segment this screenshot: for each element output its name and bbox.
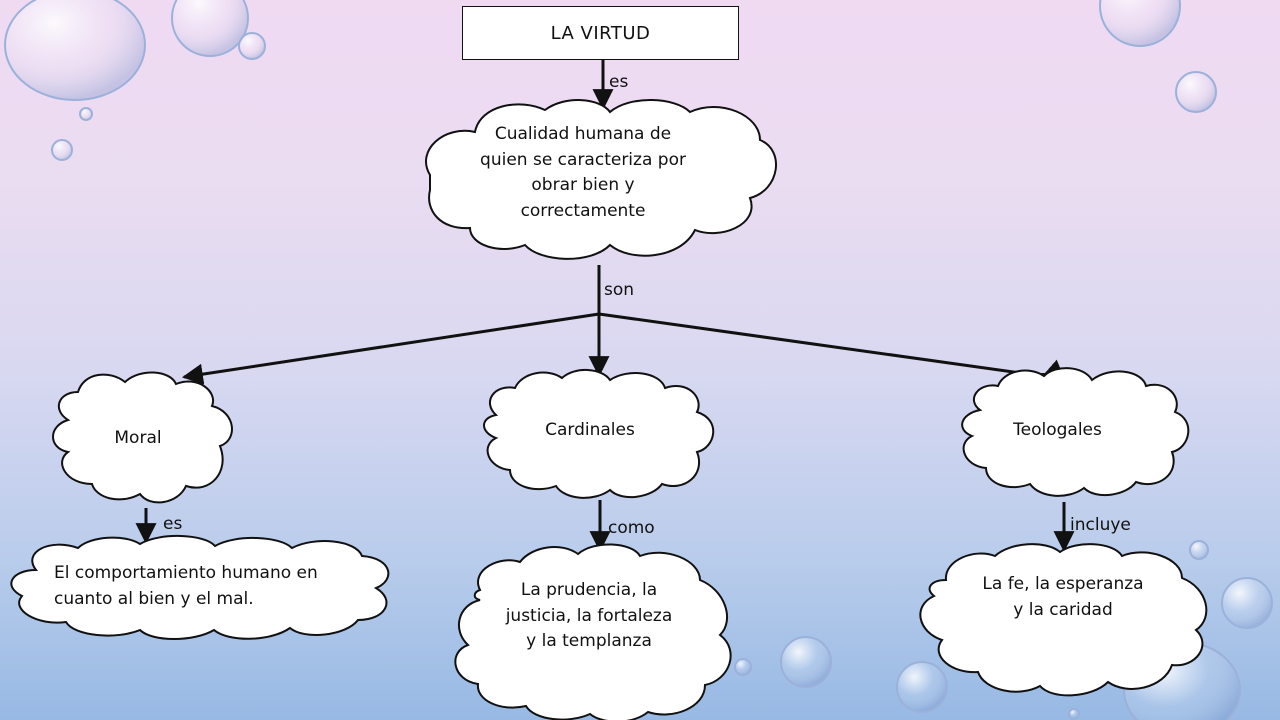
cloud-cardinales-detail (454, 543, 732, 720)
cloud-teologales-detail (919, 543, 1208, 697)
arrow-to-moral (181, 312, 600, 385)
cloud-nodes (10, 99, 1208, 720)
link-label-como: como (608, 518, 655, 538)
link-label-es-top: es (609, 72, 629, 92)
cloud-moral (52, 371, 233, 504)
bubble-decor (4, 0, 1273, 720)
link-label-son: son (604, 280, 635, 300)
cloud-definition (425, 99, 777, 260)
arrow-to-teologales (598, 312, 1066, 382)
concept-title: LA VIRTUD (462, 6, 739, 60)
link-label-es-moral: es (163, 514, 183, 534)
cloud-cardinales (483, 369, 715, 499)
link-label-incluye: incluye (1070, 515, 1131, 535)
cloud-moral-detail (10, 535, 390, 640)
cloud-teologales (961, 367, 1190, 497)
